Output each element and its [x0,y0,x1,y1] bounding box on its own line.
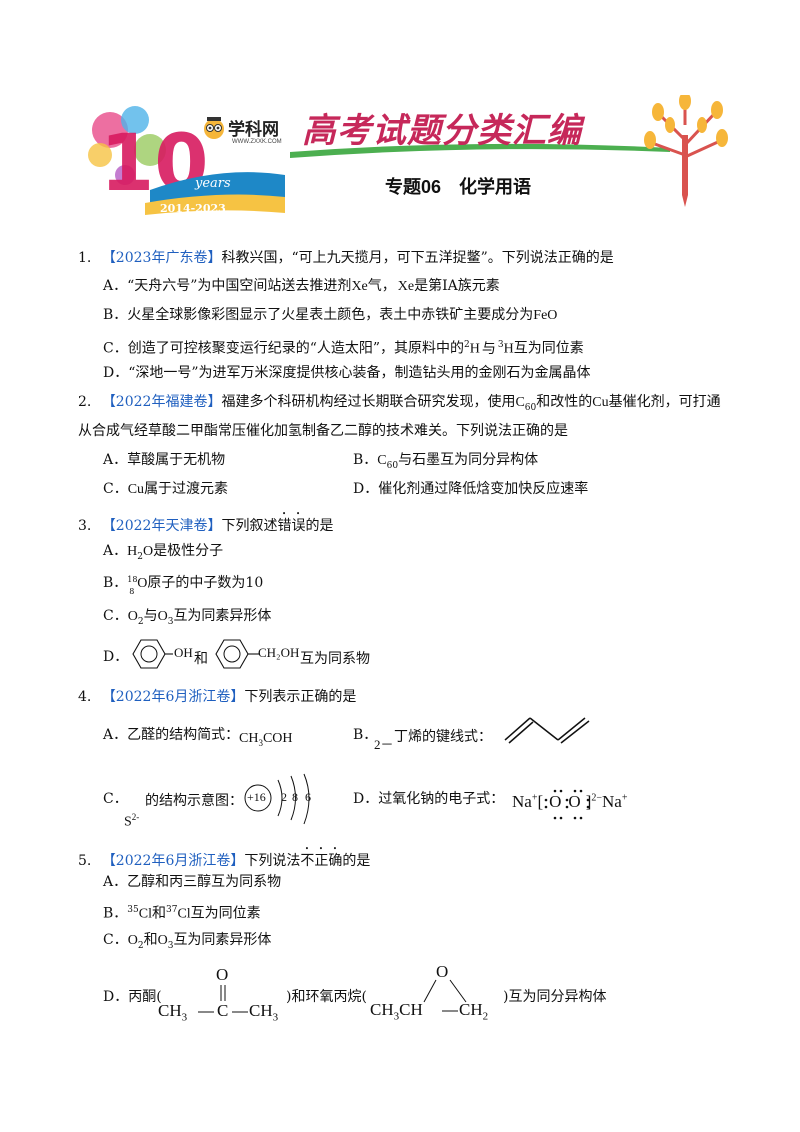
question-source: 【2023年广东卷】 [101,250,222,266]
option-b: B．火星全球影像彩图显示了火星表土颜色，表土中赤铁矿主要成分为FeO [103,307,558,323]
option-c: C．O2和O3互为同素异形体 [103,932,272,951]
option-a: A．“天舟六号”为中国空间站送去推进剂Xe气，Xe是第IA族元素 [103,278,500,294]
option-d-tail: )互为同分异构体 [503,989,607,1005]
epoxypropane-structure: O CH3CH CH2 [370,962,489,1023]
question-number: 2. [78,394,92,410]
shell-1: 2 [281,790,287,804]
shell-2: 8 [292,790,298,804]
question-source: 【2022年6月浙江卷】 [101,853,245,869]
phenol-structure [132,639,173,669]
question-number: 1. [78,250,92,266]
option-d-mid: )和环氧丙烷( [286,989,367,1005]
option-a: A．H2O是极性分子 [103,543,224,562]
question-number: 4. [78,689,92,705]
option-a: A．乙醛的结构简式： [103,727,240,743]
connector-he: 和 [194,651,208,667]
brand-name: 学科网 [228,120,279,139]
option-a: A．草酸属于无机物 [103,452,226,468]
emphasis-word: 错误 [277,518,306,534]
badge-years: years [194,176,231,191]
phenol-oh: OH [174,645,193,660]
option-d: D．催化剂通过降低焓变加快反应速率 [353,481,589,497]
option-d: D．过氧化钠的电子式： [353,791,505,807]
butene-prefix: 2－ [374,737,394,752]
page-subtitle: 专题06 化学用语 [385,177,532,197]
header-banner: 10 years 2014-2023 学科网 WWW.ZXXK.COM 高考试题… [80,95,730,215]
emphasis-word: 不正确 [300,853,343,869]
question-source: 【2022年天津卷】 [101,518,222,534]
question-stem: 科教兴国，“可上九天揽月，可下五洋捉鳖”。下列说法正确的是 [221,250,614,266]
sulfide-ion: S2- [124,812,140,830]
option-b: B．C60与石墨互为同分异构体 [353,452,539,471]
question-number: 3. [78,518,92,534]
owl-icon [204,117,224,139]
butene-label: 丁烯的键线式： [394,729,492,745]
option-a: A．乙醇和丙三醇互为同系物 [103,874,282,890]
option-d-label: D．丙酮( [103,989,162,1005]
question-source: 【2022年6月浙江卷】 [101,689,245,705]
option-c: C．O2与O3互为同素异形体 [103,608,272,627]
anniversary-badge: 10 years 2014-2023 [88,106,285,215]
option-d: D．“深地一号”为进军万米深度提供核心装备，制造钻头用的金刚石为金属晶体 [103,365,591,381]
question-source: 【2022年福建卷】 [101,394,222,410]
option-c: C． [103,791,128,807]
banner-swoosh [290,143,670,158]
option-b: B．35Cl和37Cl互为同位素 [103,905,261,922]
option-d: D． [103,649,129,665]
banner-title: 高考试题分类汇编 [302,111,582,151]
shell-3: 6 [305,790,311,804]
question-stem-cont: 从合成气经草酸二甲酯常压催化加氢制备乙二醇的技术难关。下列说法正确的是 [78,423,568,439]
brand-logo: 学科网 WWW.ZXXK.COM [202,115,302,151]
butadiene-skeletal-icon [504,717,590,744]
option-c: C．Cu属于过渡元素 [103,481,229,497]
pencil-tree-icon [644,95,728,207]
option-b: B． [353,727,378,743]
brand-url: WWW.ZXXK.COM [232,139,282,145]
benzyl-ch2oh: CH₂OH [258,645,300,660]
badge-range: 2014-2023 [160,202,226,215]
acetaldehyde-formula: CH3COH [239,731,293,748]
option-d-tail: 互为同系物 [300,651,370,667]
benzyl-alcohol-structure [215,639,260,669]
atomic-diagram-label: 的结构示意图： [145,793,243,809]
nuclear-charge: +16 [247,790,266,804]
atomic-structure-diagram [244,773,310,825]
acetone-structure: O CH3 C CH3 [158,965,279,1024]
electron-dots [544,789,590,820]
question-number: 5. [78,853,92,869]
